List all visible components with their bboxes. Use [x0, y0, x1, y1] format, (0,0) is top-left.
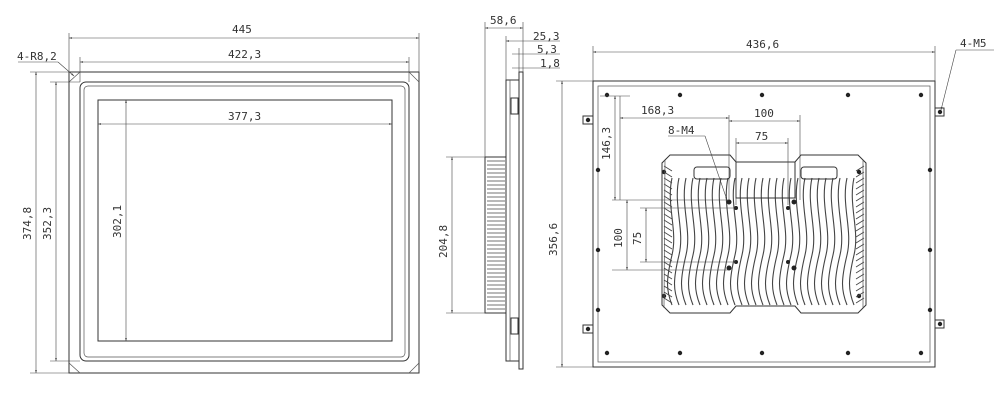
label-vesa-holes: 8-M4 — [668, 124, 695, 137]
dim-rear-vesa-75-v: 75 — [631, 232, 644, 245]
dim-front-width-overall: 445 — [232, 23, 252, 36]
label-mount-holes: 4-M5 — [960, 37, 987, 50]
dim-side-d1: 25,3 — [533, 30, 560, 43]
rear-heatsink-ribs — [663, 165, 865, 306]
dim-front-height-overall: 374,8 — [21, 207, 34, 240]
dim-rear-vesa-100-v: 100 — [612, 228, 625, 248]
dim-rear-height: 356,6 — [547, 223, 560, 256]
dim-front-height-screen: 302,1 — [111, 205, 124, 238]
rear-screw-holes — [585, 92, 943, 356]
rear-panel — [592, 80, 936, 368]
dim-front-width-screen: 377,3 — [228, 110, 261, 123]
vesa-holes — [726, 199, 797, 271]
front-bezel-inner-2 — [83, 85, 406, 358]
side-body — [505, 79, 520, 362]
dim-side-d2: 5,3 — [537, 43, 557, 56]
dim-side-depth: 58,6 — [490, 14, 517, 27]
rear-panel-inner — [597, 85, 931, 363]
dim-side-d3: 1,8 — [540, 57, 560, 70]
side-view: 58,6 25,3 5,3 1,8 204,8 — [437, 14, 560, 370]
dim-rear-width: 436,6 — [746, 38, 779, 51]
dim-side-height: 204,8 — [437, 225, 450, 258]
dim-front-width-inner: 422,3 — [228, 48, 261, 61]
front-bezel-inner — [79, 81, 410, 362]
front-bezel-outer — [68, 71, 420, 374]
dim-front-corner-radius: 4-R8,2 — [17, 50, 57, 63]
front-view: 445 422,3 377,3 374,8 352,3 302,1 4-R8,2 — [17, 23, 420, 374]
side-heatsink — [484, 156, 507, 314]
dim-rear-vesa-75-h: 75 — [755, 130, 768, 143]
side-front-plate — [518, 71, 524, 370]
dim-front-height-inner: 352,3 — [41, 207, 54, 240]
front-screen-area — [97, 99, 393, 342]
dim-rear-offset-x: 168,3 — [641, 104, 674, 117]
dim-rear-offset-y: 146,3 — [600, 127, 613, 160]
dim-rear-vesa-100-h: 100 — [754, 107, 774, 120]
side-heatsink-fins — [487, 160, 505, 310]
rear-view: 436,6 356,6 168,3 100 75 146,3 100 — [547, 37, 994, 368]
